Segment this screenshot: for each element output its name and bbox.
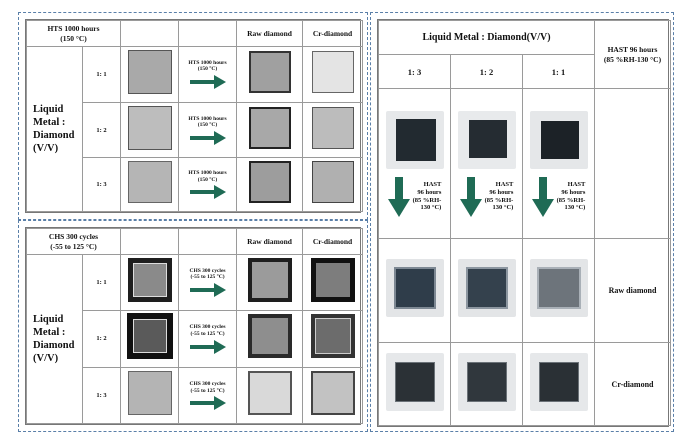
hast-before-photo (529, 110, 588, 169)
hts-panel: HTS 1000 hours (150 °C) Raw diamond Cr-d… (18, 12, 368, 220)
hast-cr-sample (450, 342, 523, 426)
arrow-right-icon (189, 185, 226, 200)
chs-arrow-cell: CHS 300 cycles (-55 to 125 °C) (178, 254, 238, 311)
chs-ratio: 1: 3 (81, 367, 122, 424)
chs-raw-sample (236, 254, 304, 311)
hts-raw-sample (236, 46, 304, 103)
arrow-right-icon (189, 74, 226, 89)
hts-ratio: 1: 1 (81, 46, 122, 103)
arrow-down-icon (531, 176, 554, 217)
hast-row-raw: Raw diamond (594, 238, 672, 343)
chs-col-raw: Raw diamond (236, 228, 304, 255)
chs-raw-sample (236, 309, 304, 369)
chs-before-sample (120, 367, 180, 424)
hts-raw-sample (236, 157, 304, 212)
chs-arrow-cell: CHS 300 cycles (-55 to 125 °C) (178, 367, 238, 424)
hts-ratio: 1: 2 (81, 101, 122, 159)
hts-before-sample (120, 101, 180, 159)
hast-corner-header: HAST 96 hours (85 %RH-130 °C) (594, 20, 672, 89)
hts-cr-sample (302, 101, 364, 159)
chs-cr-sample (302, 254, 364, 311)
chs-arrow-cell: CHS 300 cycles (-55 to 125 °C) (178, 309, 238, 369)
hast-arrow-label: HAST 96 hours (85 %RH- 130 °C) (412, 180, 442, 212)
hast-panel: Liquid Metal : Diamond(V/V) HAST 96 hour… (370, 12, 674, 432)
arrow-right-icon (189, 339, 226, 354)
chs-ratio: 1: 2 (81, 309, 122, 369)
chs-side-label: Liquid Metal : Diamond (V/V) (26, 254, 83, 424)
hts-corner-header: HTS 1000 hours (150 °C) (25, 20, 122, 47)
hts-col-cr: Cr-diamond (302, 20, 364, 47)
hast-arrow-label: HAST 96 hours (85 %RH- 130 °C) (556, 180, 586, 212)
hast-before-col-3: HAST 96 hours (85 %RH- 130 °C) (521, 88, 596, 239)
hast-ratio: 1: 1 (521, 54, 596, 89)
chs-before-sample (120, 254, 180, 311)
hts-corner-line2: (150 °C) (60, 33, 87, 43)
hts-before-sample (120, 157, 180, 212)
hast-cr-sample (378, 342, 451, 426)
hts-table: HTS 1000 hours (150 °C) Raw diamond Cr-d… (25, 19, 364, 213)
chs-corner-line2: (-55 to 125 °C) (50, 241, 97, 251)
hts-arrow-cell: HTS 1000 hours (150 °C) (178, 101, 238, 159)
hts-cr-sample (302, 46, 364, 103)
hast-title: Liquid Metal : Diamond(V/V) (377, 20, 596, 55)
arrow-down-icon (387, 176, 410, 217)
hts-side-label: Liquid Metal : Diamond (V/V) (26, 46, 83, 212)
arrow-right-icon (189, 130, 226, 145)
hts-arrow-cell: HTS 1000 hours (150 °C) (178, 46, 238, 103)
chs-raw-sample (236, 367, 304, 424)
hast-ratio: 1: 3 (378, 54, 451, 89)
chs-panel: CHS 300 cycles (-55 to 125 °C) Raw diamo… (18, 220, 368, 432)
chs-cr-sample (302, 309, 364, 369)
hast-raw-sample (378, 238, 451, 343)
chs-col-cr: Cr-diamond (302, 228, 364, 255)
hts-arrow-cell: HTS 1000 hours (150 °C) (178, 157, 238, 212)
hast-ratio: 1: 2 (450, 54, 523, 89)
arrow-down-icon (459, 176, 482, 217)
chs-corner-line1: CHS 300 cycles (48, 232, 99, 242)
hast-raw-sample (450, 238, 523, 343)
hast-before-col-1: HAST 96 hours (85 %RH- 130 °C) (378, 88, 451, 239)
arrow-right-icon (189, 396, 226, 411)
hast-row-cr: Cr-diamond (594, 342, 672, 426)
hast-raw-sample (521, 238, 596, 343)
chs-cr-sample (302, 367, 364, 424)
chs-corner-header: CHS 300 cycles (-55 to 125 °C) (25, 228, 122, 255)
hast-before-col-2: HAST 96 hours (85 %RH- 130 °C) (450, 88, 523, 239)
hast-before-photo (385, 110, 444, 169)
hts-raw-sample (236, 101, 304, 159)
chs-ratio: 1: 1 (81, 254, 122, 311)
hts-cr-sample (302, 157, 364, 212)
arrow-right-icon (189, 282, 226, 297)
hts-corner-line1: HTS 1000 hours (47, 24, 100, 34)
chs-before-sample (120, 309, 180, 369)
hast-arrow-label: HAST 96 hours (85 %RH- 130 °C) (484, 180, 514, 212)
hts-before-sample (120, 46, 180, 103)
hast-before-photo (457, 110, 516, 169)
chs-table: CHS 300 cycles (-55 to 125 °C) Raw diamo… (25, 227, 364, 425)
hts-ratio: 1: 3 (81, 157, 122, 212)
hts-col-raw: Raw diamond (236, 20, 304, 47)
hast-table: Liquid Metal : Diamond(V/V) HAST 96 hour… (377, 19, 672, 427)
hast-cr-sample (521, 342, 596, 426)
